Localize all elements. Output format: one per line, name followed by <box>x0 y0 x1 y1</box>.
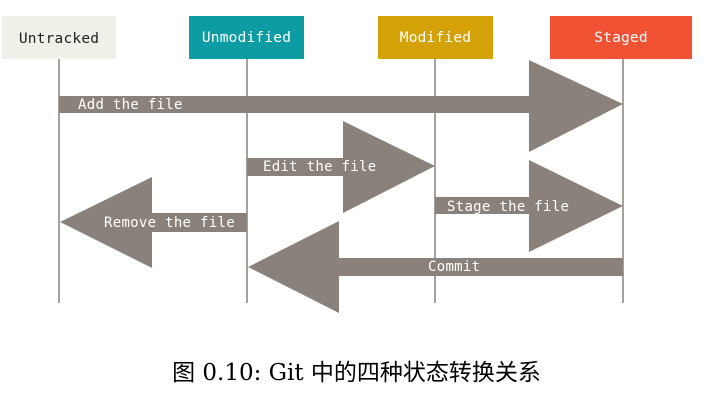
state-box-unmodified-bg <box>189 16 304 59</box>
state-label-untracked: Untracked <box>19 31 99 47</box>
arrow-label-edit-the-file: Edit the file <box>263 159 376 175</box>
arrow-remove-the-file <box>60 177 247 268</box>
arrow-stage-the-file <box>435 160 623 252</box>
arrow-edit-the-file <box>247 121 435 213</box>
state-box-untracked-bg <box>2 16 116 59</box>
arrow-label-stage-the-file: Stage the file <box>447 199 569 215</box>
state-box-modified-bg <box>378 16 493 59</box>
state-box-staged-bg <box>550 16 692 59</box>
state-label-modified: Modified <box>400 30 471 46</box>
arrow-commit <box>248 221 623 313</box>
arrow-add-the-file <box>59 60 623 152</box>
state-box-modified: Modified <box>378 16 493 59</box>
arrow-label-add-the-file: Add the file <box>78 97 183 113</box>
state-box-staged: Staged <box>550 16 692 59</box>
state-box-untracked: Untracked <box>2 16 116 59</box>
state-label-staged: Staged <box>594 30 648 46</box>
state-label-unmodified: Unmodified <box>202 30 291 46</box>
arrow-label-remove-the-file: Remove the file <box>104 215 235 231</box>
state-box-unmodified: Unmodified <box>189 16 304 59</box>
figure-caption: 图 0.10: Git 中的四种状态转换关系 <box>172 360 541 386</box>
arrow-label-commit: Commit <box>428 259 480 275</box>
